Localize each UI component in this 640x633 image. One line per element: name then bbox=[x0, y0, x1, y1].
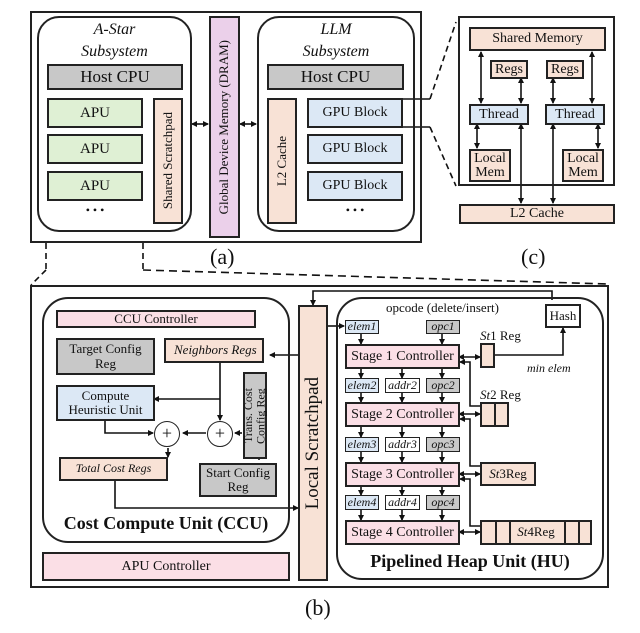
adder-2: + bbox=[207, 421, 233, 447]
llm-title: LLM Subsystem bbox=[302, 21, 370, 60]
caption-a: (a) bbox=[210, 244, 235, 269]
c-l2-cache: L2 Cache bbox=[459, 204, 615, 224]
target-config-reg: Target Config Reg bbox=[56, 338, 155, 375]
stage-4-controller: Stage 4 Controller bbox=[345, 520, 460, 545]
stage-1-controller: Stage 1 Controller bbox=[345, 344, 460, 369]
panel-a-frame bbox=[30, 11, 422, 243]
apu-controller: APU Controller bbox=[42, 552, 290, 581]
regs-2: Regs bbox=[546, 60, 584, 79]
shared-memory: Shared Memory bbox=[469, 27, 606, 51]
opc3: opc3 bbox=[426, 437, 460, 452]
elem2: elem2 bbox=[345, 378, 379, 393]
opc4: opc4 bbox=[426, 495, 460, 510]
addr4: addr4 bbox=[385, 495, 420, 510]
panel-b-frame bbox=[30, 285, 609, 588]
hu-container bbox=[336, 297, 604, 580]
gpu-block-2: GPU Block bbox=[307, 134, 403, 164]
stage-3-controller: Stage 3 Controller bbox=[345, 462, 460, 487]
addr3: addr3 bbox=[385, 437, 420, 452]
total-cost-regs: Total Cost Regs bbox=[59, 457, 168, 481]
stage-2-controller: Stage 2 Controller bbox=[345, 402, 460, 427]
apu-2: APU bbox=[47, 134, 143, 164]
astar-host-cpu: Host CPU bbox=[47, 64, 183, 90]
addr2: addr2 bbox=[385, 378, 420, 393]
apu-1: APU bbox=[47, 98, 143, 128]
st2-reg bbox=[480, 402, 509, 427]
gpu-ellipsis: • • • bbox=[345, 203, 365, 217]
local-scratchpad: Local Scratchpad bbox=[298, 305, 328, 581]
thread-2: Thread bbox=[545, 104, 605, 125]
ccu-container bbox=[42, 297, 290, 543]
local-mem-2: Local Mem bbox=[562, 149, 604, 182]
local-mem-1: Local Mem bbox=[469, 149, 511, 182]
start-config-reg: Start Config Reg bbox=[199, 463, 277, 497]
st1-reg-label: St1 Reg bbox=[480, 328, 521, 343]
zoom-line-top bbox=[429, 21, 457, 100]
llm-host-cpu: Host CPU bbox=[267, 64, 404, 90]
thread-1: Thread bbox=[469, 104, 529, 125]
elem4: elem4 bbox=[345, 495, 379, 510]
neighbors-regs: Neighbors Regs bbox=[164, 338, 264, 363]
global-device-memory: Global Device Memory (DRAM) bbox=[209, 16, 240, 238]
gpu-block-3: GPU Block bbox=[307, 171, 403, 201]
ccu-title: Cost Compute Unit (CCU) bbox=[63, 513, 269, 533]
hu-title: Pipelined Heap Unit (HU) bbox=[370, 551, 570, 571]
caption-b: (b) bbox=[305, 595, 331, 620]
llm-subsystem bbox=[257, 16, 415, 232]
hash-box: Hash bbox=[545, 304, 581, 328]
apu-ellipsis: • • • bbox=[85, 203, 105, 217]
opc2: opc2 bbox=[426, 378, 460, 393]
shared-scratchpad: Shared Scratchpad bbox=[153, 98, 183, 224]
ccu-controller: CCU Controller bbox=[56, 310, 256, 328]
st2-reg-label: St2 Reg bbox=[480, 387, 521, 402]
apu-3: APU bbox=[47, 171, 143, 201]
opc1: opc1 bbox=[426, 320, 460, 334]
st1-reg bbox=[480, 343, 495, 368]
compute-heuristic-unit: Compute Heuristic Unit bbox=[56, 385, 155, 421]
gpu-block-1: GPU Block bbox=[307, 98, 403, 128]
opcode-label: opcode (delete/insert) bbox=[386, 300, 499, 315]
zoom-line-bottom bbox=[429, 126, 457, 187]
caption-c: (c) bbox=[521, 244, 546, 269]
regs-1: Regs bbox=[490, 60, 528, 79]
trans-cost-config-reg: Trans. Cost Config Reg bbox=[241, 372, 268, 459]
llm-l2-cache: L2 Cache bbox=[267, 98, 297, 224]
astar-subsystem bbox=[37, 16, 192, 232]
elem3: elem3 bbox=[345, 437, 379, 452]
min-elem-label: min elem bbox=[527, 361, 571, 375]
adder-1: + bbox=[154, 421, 180, 447]
elem1: elem1 bbox=[345, 320, 379, 334]
astar-title: A-Star Subsystem bbox=[81, 21, 148, 60]
panel-c-frame bbox=[458, 16, 615, 186]
